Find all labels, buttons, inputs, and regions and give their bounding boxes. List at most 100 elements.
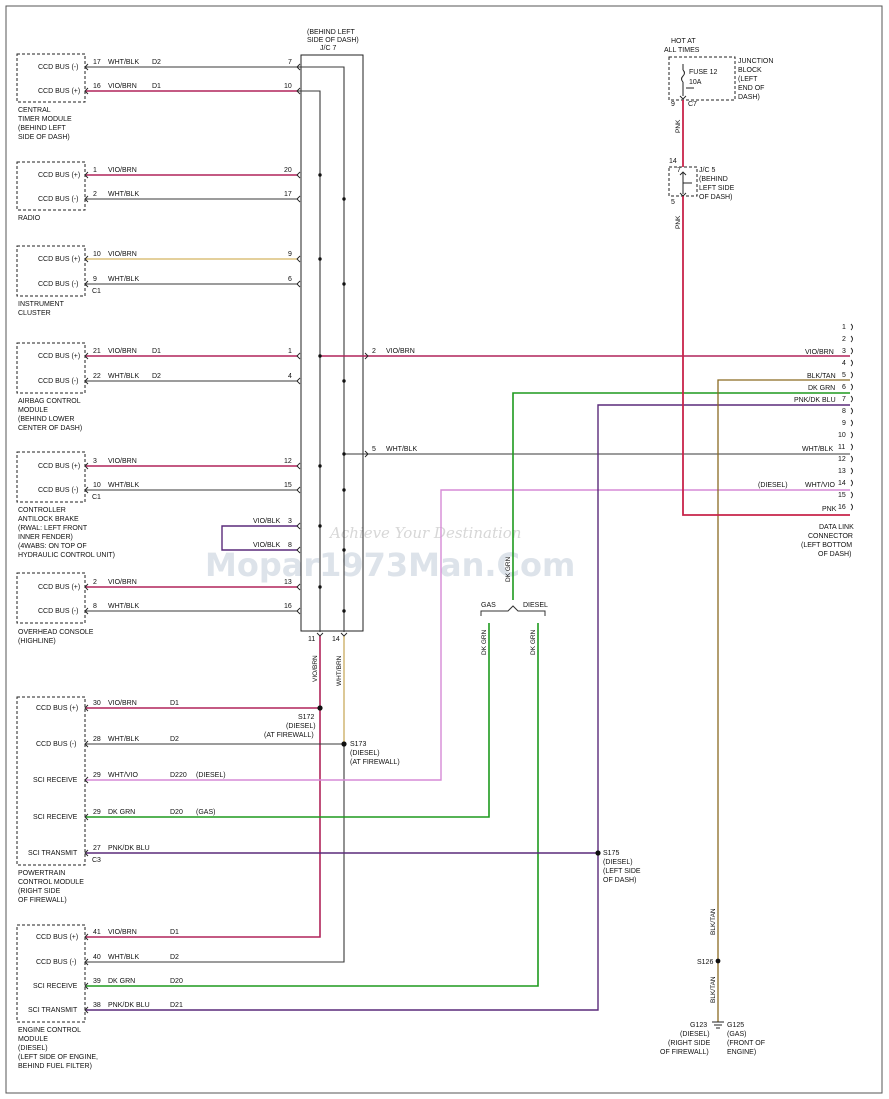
radio-row1: CCD BUS (+) <box>38 172 80 179</box>
overhead-jc-pin1: 13 <box>284 579 292 586</box>
dlc-wire-3: VIO/BRN <box>805 349 834 356</box>
jc5-pin-14: 14 <box>669 158 677 165</box>
overhead-pin1: 2 <box>93 579 97 586</box>
pin-mark <box>296 486 301 494</box>
pcm-ckt: D20 <box>170 809 183 816</box>
dlc-pins: 1 2 3 4 5 6 7 8 9 10 11 12 13 14 15 16 <box>838 324 846 511</box>
node <box>318 257 322 261</box>
dlc-pin: 4 <box>842 360 846 367</box>
node <box>342 379 346 383</box>
dlc-pin: 11 <box>838 444 845 451</box>
pnk-lower-label: PNK <box>675 215 682 229</box>
node <box>342 488 346 492</box>
fuse-label: FUSE 12 <box>689 69 718 76</box>
dlc-wire-6: DK GRN <box>808 385 835 392</box>
dlc-pin: 15 <box>838 492 846 499</box>
pin-mark <box>84 280 89 288</box>
fuse-icon <box>681 64 694 96</box>
dlc-pin-marks <box>850 323 853 511</box>
diesel-label: DIESEL <box>523 602 548 609</box>
pin-mark <box>296 583 301 591</box>
dlc-pin: 5 <box>842 372 846 379</box>
g125-label: (GAS) <box>727 1031 746 1038</box>
jc7-title-3: J/C 7 <box>320 45 336 52</box>
ecm-ckt: D21 <box>170 1002 183 1009</box>
dlc-pin: 6 <box>842 384 846 391</box>
pcm-pin: 27 <box>93 845 101 852</box>
cluster-jc-pin2: 6 <box>288 276 292 283</box>
radio-pin1: 1 <box>93 167 97 174</box>
watermark-logo: Mopar1973Man.Com <box>205 546 575 584</box>
frame-border <box>5 5 883 1094</box>
airbag-label: MODULE <box>18 407 48 414</box>
pin-mark <box>679 192 687 197</box>
wire-jumper-vio-blk <box>221 525 298 551</box>
pin-mark <box>296 63 301 71</box>
fuse-amps: 10A <box>689 79 702 86</box>
ecm-label: (DIESEL) <box>18 1045 48 1052</box>
pin-mark <box>84 607 89 615</box>
pcm-conn: C3 <box>92 857 101 864</box>
s172-label: (AT FIREWALL) <box>264 732 314 739</box>
s175-label: S175 <box>603 850 619 857</box>
cab-wire2: WHT/BLK <box>108 482 139 489</box>
pcm-label: OF FIREWALL) <box>18 897 67 904</box>
pin-mark <box>84 1006 89 1014</box>
airbag-row1: CCD BUS (+) <box>38 353 80 360</box>
vert-diesel-label: DK GRN <box>530 629 537 655</box>
jb-label: END OF <box>738 85 764 92</box>
cab-label: (4WABS: ON TOP OF <box>18 543 87 550</box>
watermark-tagline: Achieve Your Destination <box>328 524 521 542</box>
ctm-row2: CCD BUS (+) <box>38 88 80 95</box>
pin-mark <box>364 352 369 360</box>
s175-label: OF DASH) <box>603 877 636 884</box>
node <box>342 609 346 613</box>
jc5-label: LEFT SIDE <box>699 185 735 192</box>
dlc-pin: 16 <box>838 504 846 511</box>
pcm-row: CCD BUS (-) <box>36 741 76 748</box>
airbag-pin2: 22 <box>93 373 101 380</box>
dlc-wire-14: WHT/VIO <box>805 482 835 489</box>
ecm-label: ENGINE CONTROL <box>18 1027 81 1034</box>
dlc-pin: 1 <box>842 324 846 331</box>
g125-label: G125 <box>727 1022 744 1029</box>
jb-conn: C7 <box>688 101 697 108</box>
pin-mark <box>84 255 89 263</box>
pin-mark <box>296 255 301 263</box>
jc7-out-wht-blk: WHT/BLK <box>386 446 417 453</box>
jc7-pin-8: 8 <box>288 542 292 549</box>
dlc-wire-16: PNK <box>822 506 837 513</box>
dlc-wire-14-note: (DIESEL) <box>758 482 788 489</box>
g123-label: (RIGHT SIDE <box>668 1040 711 1047</box>
jb-label: DASH) <box>738 94 760 101</box>
pin-mark <box>84 87 89 95</box>
pin-mark <box>296 171 301 179</box>
overhead-wire1: VIO/BRN <box>108 579 137 586</box>
pcm-row: CCD BUS (+) <box>36 705 78 712</box>
radio-wire1: VIO/BRN <box>108 167 137 174</box>
pin-mark <box>84 462 89 470</box>
overhead-wire2: WHT/BLK <box>108 603 139 610</box>
pcm-pin: 29 <box>93 809 101 816</box>
dlc-pin: 2 <box>842 336 846 343</box>
jc5-label: J/C 5 <box>699 167 715 174</box>
pin-mark <box>679 95 687 100</box>
pcm-label: CONTROL MODULE <box>18 879 84 886</box>
jc7-title-2: SIDE OF DASH) <box>307 37 359 44</box>
ecm-wire: DK GRN <box>108 978 135 985</box>
s173-label: (DIESEL) <box>350 750 380 757</box>
dlc-pin: 12 <box>838 456 846 463</box>
airbag-row2: CCD BUS (-) <box>38 378 78 385</box>
dlc-pin: 13 <box>838 468 846 475</box>
jc7-title-1: (BEHIND LEFT <box>307 29 356 36</box>
pin-mark <box>296 377 301 385</box>
pin-mark <box>84 486 89 494</box>
jc5-bar-icon <box>682 172 692 194</box>
pin-mark <box>296 195 301 203</box>
splice-s126-dot <box>715 958 721 964</box>
pnk-upper-label: PNK <box>675 119 682 133</box>
ctm-pin1: 17 <box>93 59 101 66</box>
wire-pnk-dk-blu <box>86 404 850 1011</box>
pin-mark <box>84 813 89 821</box>
